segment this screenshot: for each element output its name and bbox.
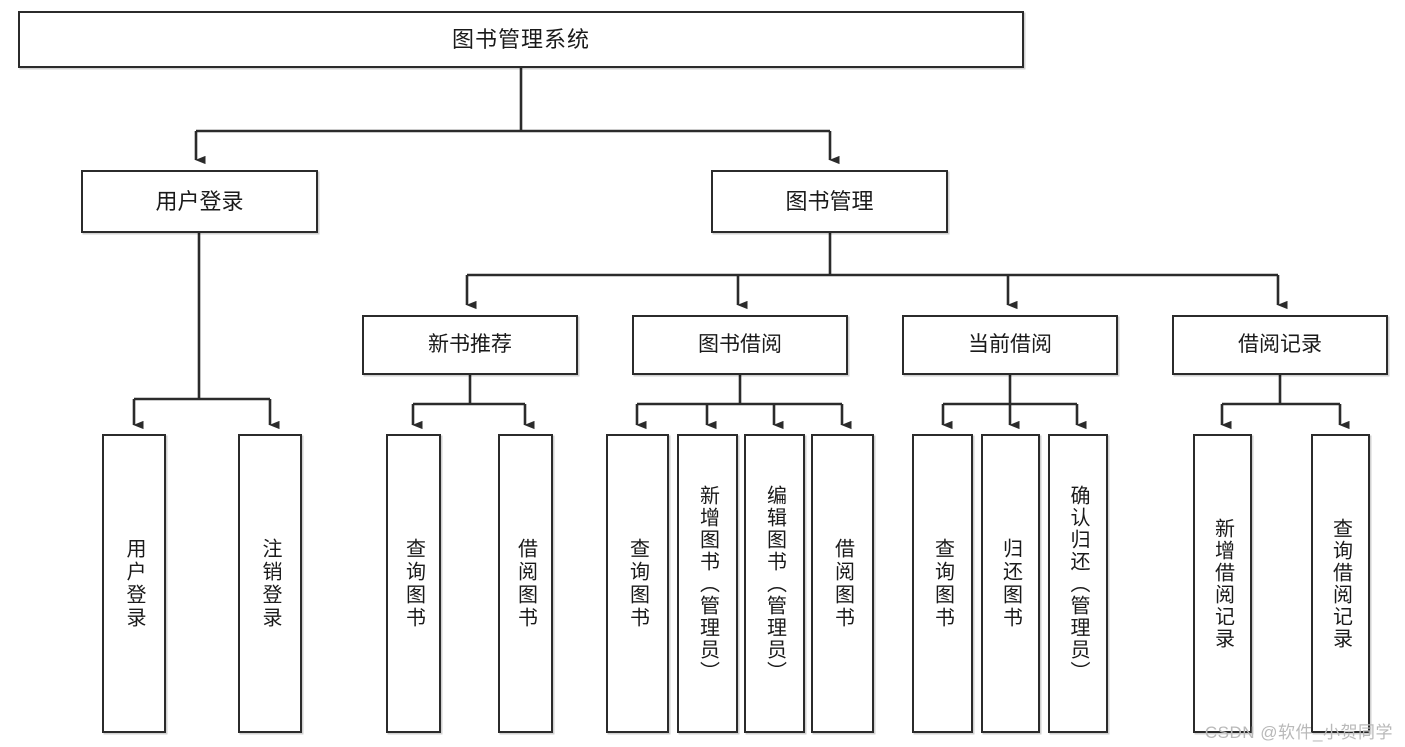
leaf-query-book-borrow-label: 查询图书 (626, 537, 649, 630)
node-current-borrow-label: 当前借阅 (968, 332, 1052, 356)
leaf-query-borrow-record[interactable]: 查询借阅记录 (1311, 434, 1370, 733)
leaf-borrow-book-label: 借阅图书 (831, 537, 854, 630)
node-book-management-label: 图书管理 (785, 188, 874, 214)
leaf-borrow-book-new-label: 借阅图书 (514, 537, 537, 630)
node-user-login-label: 用户登录 (155, 188, 244, 214)
leaf-query-book-current[interactable]: 查询图书 (912, 434, 973, 733)
node-book-borrow[interactable]: 图书借阅 (632, 315, 848, 375)
node-borrow-record[interactable]: 借阅记录 (1172, 315, 1388, 375)
leaf-borrow-book-new[interactable]: 借阅图书 (498, 434, 553, 733)
leaf-query-borrow-record-label: 查询借阅记录 (1329, 517, 1352, 650)
node-book-borrow-label: 图书借阅 (698, 332, 782, 356)
node-root[interactable]: 图书管理系统 (18, 11, 1024, 68)
node-borrow-record-label: 借阅记录 (1238, 332, 1322, 356)
leaf-confirm-return-admin-label: 确认归还（管理员） (1067, 484, 1089, 683)
leaf-query-book-new[interactable]: 查询图书 (386, 434, 441, 733)
leaf-edit-book-admin-label: 编辑图书（管理员） (763, 484, 786, 683)
leaf-query-book-borrow[interactable]: 查询图书 (606, 434, 669, 733)
leaf-confirm-return-admin[interactable]: 确认归还（管理员） (1048, 434, 1108, 733)
leaf-add-book-admin-label: 新增图书（管理员） (696, 484, 719, 683)
leaf-logout[interactable]: 注销登录 (238, 434, 302, 733)
leaf-add-borrow-record-label: 新增借阅记录 (1211, 517, 1234, 650)
leaf-add-book-admin[interactable]: 新增图书（管理员） (677, 434, 738, 733)
node-new-book-recommend-label: 新书推荐 (428, 332, 512, 356)
leaf-query-book-new-label: 查询图书 (402, 537, 425, 630)
leaf-user-login[interactable]: 用户登录 (102, 434, 166, 733)
leaf-return-book-label: 归还图书 (999, 537, 1022, 630)
leaf-return-book[interactable]: 归还图书 (981, 434, 1040, 733)
node-book-management[interactable]: 图书管理 (711, 170, 948, 233)
node-root-label: 图书管理系统 (451, 26, 590, 52)
leaf-query-book-current-label: 查询图书 (931, 537, 954, 630)
leaf-borrow-book[interactable]: 借阅图书 (811, 434, 874, 733)
node-user-login[interactable]: 用户登录 (81, 170, 318, 233)
leaf-edit-book-admin[interactable]: 编辑图书（管理员） (744, 434, 805, 733)
leaf-user-login-label: 用户登录 (123, 537, 145, 630)
leaf-add-borrow-record[interactable]: 新增借阅记录 (1193, 434, 1252, 733)
leaf-logout-label: 注销登录 (259, 537, 281, 630)
node-new-book-recommend[interactable]: 新书推荐 (362, 315, 578, 375)
node-current-borrow[interactable]: 当前借阅 (902, 315, 1118, 375)
